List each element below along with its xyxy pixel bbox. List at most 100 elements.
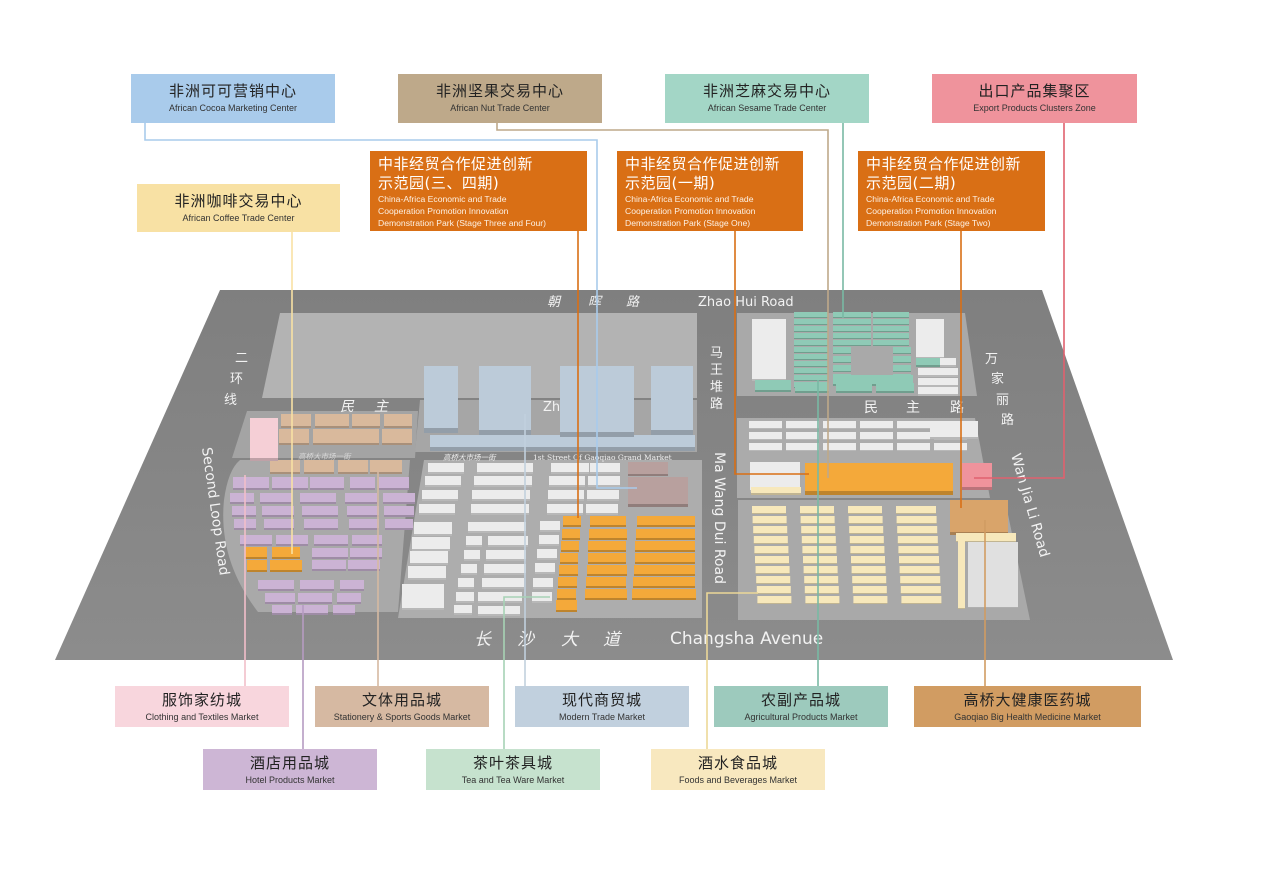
label-clothing-en: Clothing and Textiles Market <box>145 712 259 722</box>
building-sesame <box>833 333 871 339</box>
building-sesame-white <box>916 319 944 359</box>
building-sesame <box>916 358 940 367</box>
label-foods-cn: 酒水食品城 <box>697 754 778 772</box>
building-hotel <box>337 593 361 604</box>
road-changsha: 长 沙 大 道 Changsha Avenue <box>474 629 823 650</box>
building-modern-trade <box>464 550 480 561</box>
building-park-stage34 <box>561 541 579 552</box>
building-modern-trade <box>537 549 557 560</box>
building-foods <box>751 487 801 495</box>
building-modern-trade <box>488 536 528 547</box>
building-stage-one-white <box>749 432 782 440</box>
label-modern-trade[interactable]: 现代商贸城 Modern Trade Market <box>515 686 689 727</box>
building-hotel <box>260 493 292 504</box>
building-modern-trade <box>478 592 522 603</box>
building-park-stage34 <box>636 529 695 540</box>
building-modern-trade <box>410 551 448 565</box>
label-tea-ware[interactable]: 茶叶茶具城 Tea and Tea Ware Market <box>426 749 600 790</box>
road-minzhu-right: 民 主 路 <box>864 400 964 416</box>
building-hotel <box>379 477 409 490</box>
road-wanjiali-cn-4: 路 <box>1001 412 1014 428</box>
leader-nut <box>496 123 829 478</box>
building-sesame <box>833 347 851 354</box>
label-big-health-medicine[interactable]: 高桥大健康医药城 Gaoqiao Big Health Medicine Mar… <box>914 686 1141 727</box>
building-foods <box>853 596 888 604</box>
building-foods <box>754 546 789 554</box>
label-african-cocoa[interactable]: 非洲可可营销中心 African Cocoa Marketing Center <box>131 74 335 123</box>
building-sesame <box>876 383 914 393</box>
building-sesame <box>873 312 909 318</box>
label-african-nut-cn: 非洲坚果交易中心 <box>435 82 564 100</box>
road-wanjiali-cn-1: 万 <box>985 352 998 367</box>
building-sesame <box>873 333 909 339</box>
building-hotel <box>348 560 380 571</box>
building-sesame <box>836 383 872 393</box>
building-sesame <box>794 326 828 332</box>
road-minzhu-right-cn-1: 民 <box>864 400 878 416</box>
building-sesame <box>794 368 828 374</box>
building-park-stage34 <box>557 589 576 600</box>
label-park-stage-one[interactable]: 中非经贸合作促进创新 示范园(一期) China-Africa Economic… <box>617 151 803 231</box>
building-park-stage34 <box>588 541 626 552</box>
building-hotel <box>233 477 269 490</box>
building-modern-trade-tower <box>479 366 531 435</box>
road-zhaohui-en: Zhao Hui Road <box>698 295 794 310</box>
building-stationery <box>352 414 380 428</box>
label-agricultural-products[interactable]: 农副产品城 Agricultural Products Market <box>714 686 888 727</box>
road-zhaohui: 朝 晖 路 Zhao Hui Road <box>547 295 794 310</box>
building-foods <box>803 566 838 574</box>
building-modern-trade <box>425 476 461 487</box>
building-foods <box>852 586 887 594</box>
label-african-coffee[interactable]: 非洲咖啡交易中心 African Coffee Trade Center <box>137 184 340 232</box>
building-park-stage34 <box>270 560 302 572</box>
label-clothing-textiles[interactable]: 服饰家纺城 Clothing and Textiles Market <box>115 686 289 727</box>
building-foods <box>800 506 834 514</box>
label-park-stage-three-four[interactable]: 中非经贸合作促进创新 示范园(三、四期) China-Africa Econom… <box>370 151 587 231</box>
building-park-stage34 <box>590 516 626 527</box>
building-modern-trade <box>535 563 555 574</box>
label-stationery-sports[interactable]: 文体用品城 Stationery & Sports Goods Market <box>315 686 489 727</box>
road-zhaohui-cn-3: 路 <box>626 295 640 310</box>
building-hotel <box>350 477 375 490</box>
building-hotel <box>310 477 344 490</box>
building-modern-trade <box>466 536 482 547</box>
building-sesame <box>833 319 871 325</box>
building-modern-trade <box>539 535 559 546</box>
leader-cocoa <box>144 123 637 489</box>
building-hotel <box>272 605 292 615</box>
building-foods <box>849 526 884 534</box>
label-african-nut[interactable]: 非洲坚果交易中心 African Nut Trade Center <box>398 74 602 123</box>
label-park-stage-two[interactable]: 中非经贸合作促进创新 示范园(二期) China-Africa Economic… <box>858 151 1045 231</box>
building-park-stage34 <box>634 565 695 576</box>
building-foods <box>848 506 882 514</box>
building-hotel <box>258 580 294 591</box>
label-foods-beverages[interactable]: 酒水食品城 Foods and Beverages Market <box>651 749 825 790</box>
building-hotel <box>312 560 346 571</box>
building-foods <box>752 506 786 514</box>
building-sesame <box>833 365 851 372</box>
building-park-stage34 <box>245 547 267 559</box>
building-modern-trade-podium <box>430 435 695 451</box>
label-export-products-en: Export Products Clusters Zone <box>973 103 1096 113</box>
label-african-cocoa-en: African Cocoa Marketing Center <box>168 103 298 113</box>
label-african-sesame[interactable]: 非洲芝麻交易中心 African Sesame Trade Center <box>665 74 869 123</box>
building-hotel <box>350 548 382 559</box>
label-export-products[interactable]: 出口产品集聚区 Export Products Clusters Zone <box>932 74 1137 123</box>
park-stage1-en1: China-Africa Economic and Trade <box>625 194 754 204</box>
building-foods <box>897 526 938 534</box>
building-stage-one-white <box>860 421 893 429</box>
label-hotel-products[interactable]: 酒店用品城 Hotel Products Market <box>203 749 377 790</box>
building-stage-one-white <box>786 443 819 451</box>
road-wanjiali-cn-2: 家 <box>991 371 1004 387</box>
building-stage-one-white <box>897 421 930 429</box>
building-foods-white <box>968 542 1018 608</box>
road-second-loop-cn-2: 环 <box>230 372 243 387</box>
building-park-stage34 <box>637 516 695 527</box>
building-park-stage34 <box>562 529 580 540</box>
building-park-stage34 <box>589 529 627 540</box>
building-stationery <box>313 429 379 445</box>
building-modern-trade <box>428 463 464 474</box>
building-hotel <box>232 506 256 517</box>
building-stationery <box>304 460 334 474</box>
